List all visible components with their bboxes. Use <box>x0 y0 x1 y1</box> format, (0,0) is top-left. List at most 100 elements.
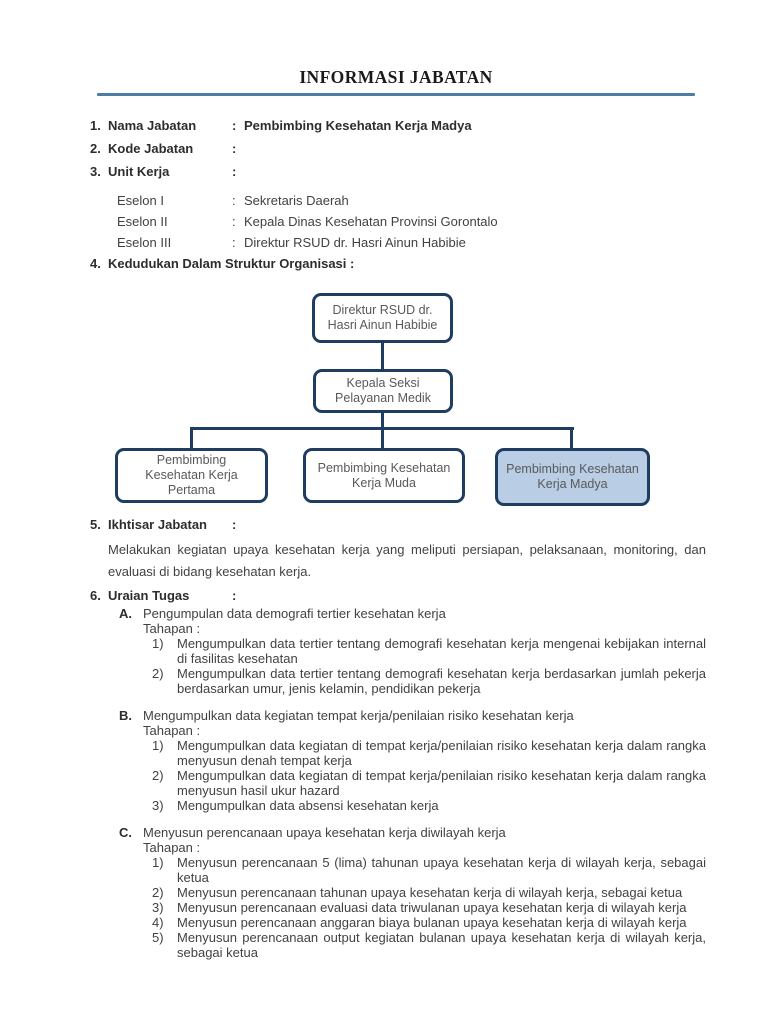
connector-vertical-stub <box>381 413 384 427</box>
org-node-kepala-seksi: Kepala Seksi Pelayanan Medik <box>313 369 453 413</box>
step-number: 2) <box>152 768 164 783</box>
field-number: 5. <box>90 517 101 532</box>
step-number: 3) <box>152 900 164 915</box>
field-colon: : <box>232 164 237 179</box>
eselon-row-1: Eselon I : Sekretaris Daerah <box>117 193 768 208</box>
step-item: 2) Mengumpulkan data kegiatan di tempat … <box>152 768 706 798</box>
field-number: 3. <box>90 164 101 179</box>
eselon-colon: : <box>232 235 236 250</box>
step-item: 4) Menyusun perencanaan anggaran biaya b… <box>152 915 706 930</box>
task-section-a: A. Pengumpulan data demografi tertier ke… <box>119 606 706 696</box>
step-item: 3) Mengumpulkan data absensi kesehatan k… <box>152 798 706 813</box>
field-label: Kedudukan Dalam Struktur Organisasi : <box>108 256 355 271</box>
field-number: 1. <box>90 118 101 133</box>
task-heading: A. Pengumpulan data demografi tertier ke… <box>119 606 706 621</box>
step-list: 1) Mengumpulkan data tertier tentang dem… <box>152 636 706 696</box>
field-label: Kode Jabatan <box>108 141 194 156</box>
field-colon: : <box>232 118 237 133</box>
tahapan-label: Tahapan : <box>143 840 201 855</box>
eselon-label: Eselon I <box>117 193 164 208</box>
org-node-pembimbing-pertama: Pembimbing Kesehatan Kerja Pertama <box>115 448 268 503</box>
task-heading: B. Mengumpulkan data kegiatan tempat ker… <box>119 708 706 723</box>
eselon-label: Eselon III <box>117 235 172 250</box>
step-item: 2) Mengumpulkan data tertier tentang dem… <box>152 666 706 696</box>
page-title: INFORMASI JABATAN <box>299 67 493 87</box>
field-label: Nama Jabatan <box>108 118 197 133</box>
eselon-value: Direktur RSUD dr. Hasri Ainun Habibie <box>244 235 466 250</box>
field-row-nama-jabatan: 1. Nama Jabatan : Pembimbing Kesehatan K… <box>90 118 768 133</box>
task-letter: B. <box>119 708 132 723</box>
step-text: Menyusun perencanaan output kegiatan bul… <box>177 930 706 960</box>
eselon-colon: : <box>232 214 236 229</box>
field-colon: : <box>232 588 237 603</box>
step-text: Mengumpulkan data tertier tentang demogr… <box>177 636 706 666</box>
step-item: 2) Menyusun perencanaan tahunan upaya ke… <box>152 885 706 900</box>
eselon-row-2: Eselon II : Kepala Dinas Kesehatan Provi… <box>117 214 768 229</box>
task-section-c: C. Menyusun perencanaan upaya kesehatan … <box>119 825 706 960</box>
step-text: Menyusun perencanaan 5 (lima) tahunan up… <box>177 855 706 885</box>
task-heading: C. Menyusun perencanaan upaya kesehatan … <box>119 825 706 840</box>
step-text: Mengumpulkan data kegiatan di tempat ker… <box>177 738 706 768</box>
step-list: 1) Mengumpulkan data kegiatan di tempat … <box>152 738 706 813</box>
step-number: 1) <box>152 636 164 651</box>
task-title: Pengumpulan data demografi tertier keseh… <box>143 606 446 621</box>
org-chart: Direktur RSUD dr. Hasri Ainun Habibie Ke… <box>0 293 768 506</box>
step-text: Mengumpulkan data tertier tentang demogr… <box>177 666 706 696</box>
tahapan-label: Tahapan : <box>143 723 201 738</box>
org-node-pembimbing-muda: Pembimbing Kesehatan Kerja Muda <box>303 448 465 503</box>
task-list: A. Pengumpulan data demografi tertier ke… <box>0 606 768 960</box>
tahapan-label: Tahapan : <box>143 621 201 636</box>
ikhtisar-paragraph: Melakukan kegiatan upaya kesehatan kerja… <box>108 542 706 579</box>
eselon-list: Eselon I : Sekretaris Daerah Eselon II :… <box>0 193 768 250</box>
field-list: 1. Nama Jabatan : Pembimbing Kesehatan K… <box>0 118 768 179</box>
task-section-b: B. Mengumpulkan data kegiatan tempat ker… <box>119 708 706 813</box>
field-label: Unit Kerja <box>108 164 170 179</box>
connector-drop-right <box>570 430 573 448</box>
field-value: Pembimbing Kesehatan Kerja Madya <box>244 118 472 133</box>
field-colon: : <box>232 141 237 156</box>
step-text: Mengumpulkan data kegiatan di tempat ker… <box>177 768 706 798</box>
eselon-colon: : <box>232 193 236 208</box>
step-number: 5) <box>152 930 164 945</box>
field-number: 4. <box>90 256 101 271</box>
task-title: Mengumpulkan data kegiatan tempat kerja/… <box>143 708 574 723</box>
connector-vertical-top <box>381 343 384 369</box>
field-label: Ikhtisar Jabatan <box>108 517 207 532</box>
step-item: 1) Menyusun perencanaan 5 (lima) tahunan… <box>152 855 706 885</box>
step-text: Menyusun perencanaan anggaran biaya bula… <box>177 915 687 930</box>
step-number: 3) <box>152 798 164 813</box>
step-list: 1) Menyusun perencanaan 5 (lima) tahunan… <box>152 855 706 960</box>
field-row-uraian-tugas: 6. Uraian Tugas : <box>90 588 768 603</box>
eselon-row-3: Eselon III : Direktur RSUD dr. Hasri Ain… <box>117 235 768 250</box>
org-node-pembimbing-madya-highlighted: Pembimbing Kesehatan Kerja Madya <box>495 448 650 506</box>
field-row-unit-kerja: 3. Unit Kerja : <box>90 164 768 179</box>
step-number: 2) <box>152 885 164 900</box>
step-item: 1) Mengumpulkan data kegiatan di tempat … <box>152 738 706 768</box>
step-item: 1) Mengumpulkan data tertier tentang dem… <box>152 636 706 666</box>
step-text: Menyusun perencanaan evaluasi data triwu… <box>177 900 687 915</box>
field-label: Uraian Tugas <box>108 588 190 603</box>
connector-drop-left <box>190 430 193 448</box>
eselon-value: Sekretaris Daerah <box>244 193 349 208</box>
step-number: 2) <box>152 666 164 681</box>
connector-horizontal <box>190 427 574 430</box>
step-number: 4) <box>152 915 164 930</box>
step-item: 5) Menyusun perencanaan output kegiatan … <box>152 930 706 960</box>
org-node-direktur: Direktur RSUD dr. Hasri Ainun Habibie <box>312 293 453 343</box>
task-title: Menyusun perencanaan upaya kesehatan ker… <box>143 825 506 840</box>
step-item: 3) Menyusun perencanaan evaluasi data tr… <box>152 900 706 915</box>
eselon-label: Eselon II <box>117 214 168 229</box>
eselon-value: Kepala Dinas Kesehatan Provinsi Gorontal… <box>244 214 498 229</box>
field-row-kode-jabatan: 2. Kode Jabatan : <box>90 141 768 156</box>
step-number: 1) <box>152 738 164 753</box>
step-number: 1) <box>152 855 164 870</box>
field-colon: : <box>232 517 237 532</box>
task-letter: C. <box>119 825 132 840</box>
title-underline <box>97 93 695 96</box>
step-text: Menyusun perencanaan tahunan upaya keseh… <box>177 885 683 900</box>
field-row-ikhtisar: 5. Ikhtisar Jabatan : <box>90 517 768 532</box>
field-number: 6. <box>90 588 101 603</box>
step-text: Mengumpulkan data absensi kesehatan kerj… <box>177 798 439 813</box>
connector-drop-middle <box>381 430 384 448</box>
